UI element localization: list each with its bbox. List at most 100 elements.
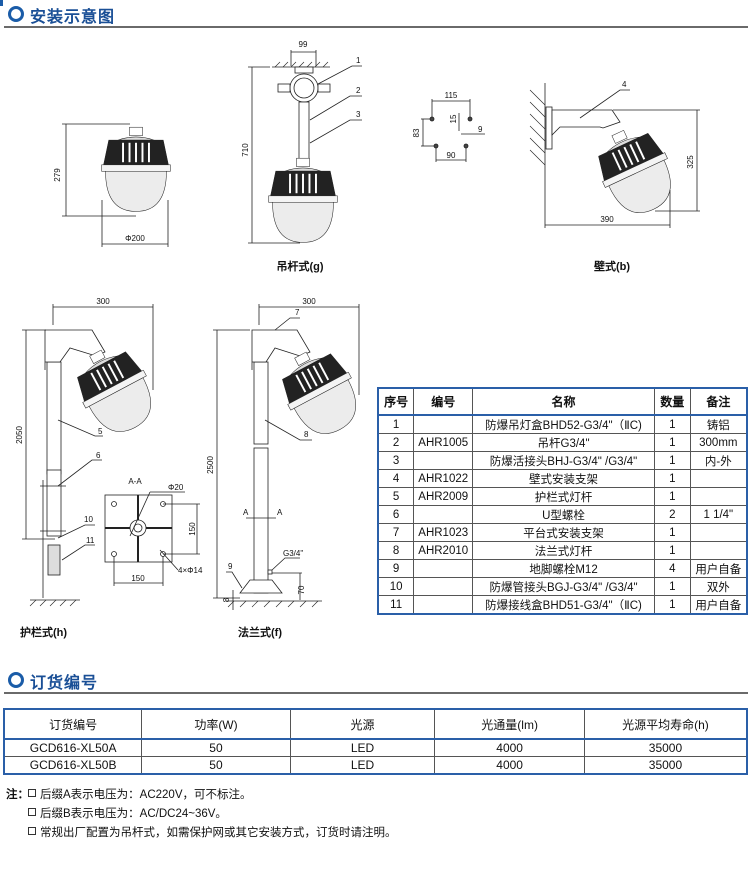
table-cell: GCD616-XL50B — [3, 756, 143, 775]
table-cell: 法兰式灯杆 — [472, 541, 655, 560]
table-cell: 用户自备 — [689, 559, 748, 578]
dim-150-v: 150 — [188, 522, 197, 536]
table-cell: AHR1005 — [413, 433, 474, 452]
table-cell: 平台式安装支架 — [472, 523, 655, 542]
dim-300: 300 — [96, 297, 110, 306]
notes-label: 注： — [6, 789, 29, 801]
callout-3: 3 — [356, 110, 361, 119]
callout-4: 4 — [622, 80, 627, 89]
dim-70: 70 — [297, 585, 306, 594]
installation-drawings: 279 Φ200 99 710 1 2 3 吊杆式(g) — [15, 40, 700, 639]
header-cell: 序号 — [377, 387, 415, 416]
table-cell: 35000 — [583, 756, 748, 775]
dim-height: 279 — [53, 168, 62, 182]
table-cell — [413, 414, 474, 434]
dim-300: 300 — [302, 297, 316, 306]
table-cell: 4000 — [434, 756, 585, 775]
callout-8: 8 — [304, 430, 309, 439]
table-cell: 1 — [653, 523, 691, 542]
dim-83: 83 — [412, 128, 421, 137]
callout-11: 11 — [86, 536, 95, 545]
table-cell: 50 — [141, 756, 291, 775]
header-cell: 光源 — [289, 708, 436, 740]
table-cell — [689, 523, 748, 542]
table-cell: 1 — [653, 433, 691, 452]
table-cell: AHR2010 — [413, 541, 474, 560]
dim-diameter: Φ200 — [125, 234, 145, 243]
table-cell: 1 — [653, 451, 691, 470]
base-plate-section: A-A Φ20 150 150 4×Φ14 — [104, 477, 203, 586]
dim-width: 99 — [299, 40, 308, 49]
dim-390: 390 — [600, 215, 614, 224]
table-cell: 铸铝 — [689, 414, 748, 434]
table-cell: 5 — [377, 487, 415, 506]
table-cell: 用户自备 — [689, 595, 748, 615]
corner-accent — [0, 0, 3, 6]
note-item: 后缀B表示电压为：AC/DC24~36V。 — [40, 808, 227, 820]
circle-bullet-icon — [8, 672, 24, 688]
header-cell: 数量 — [653, 387, 691, 416]
dim-height: 710 — [241, 143, 250, 157]
table-cell: 1 — [653, 595, 691, 615]
pendant-basic-drawing: 279 Φ200 — [53, 123, 172, 247]
table-cell: 1 — [653, 414, 691, 434]
table-cell: 2 — [377, 433, 415, 452]
caption: 壁式(b) — [594, 259, 630, 273]
callout-7: 7 — [295, 308, 300, 317]
header-cell: 光源平均寿命(h) — [583, 708, 748, 740]
table-cell: GCD616-XL50A — [3, 738, 143, 757]
order-table: 订货编号 功率(W) 光源 光通量(lm) 光源平均寿命(h) GCD616-X… — [3, 708, 748, 775]
checkbox-bullet-icon — [28, 789, 36, 797]
table-cell — [413, 505, 474, 524]
dim-2500: 2500 — [206, 456, 215, 474]
table-cell: AHR1023 — [413, 523, 474, 542]
table-cell — [689, 487, 748, 506]
table-cell: 9 — [377, 559, 415, 578]
table-cell: 1 — [377, 414, 415, 434]
checkbox-bullet-icon — [28, 827, 36, 835]
dim-8: 8 — [222, 597, 231, 602]
caption: 法兰式(f) — [238, 625, 282, 639]
dim-phi20: Φ20 — [168, 483, 184, 492]
table-cell: 300mm — [689, 433, 748, 452]
table-cell: LED — [289, 756, 436, 775]
dim-2050: 2050 — [15, 426, 24, 444]
section-mark-left: A — [243, 508, 249, 517]
header-cell: 名称 — [472, 387, 655, 416]
callout-6: 6 — [96, 451, 101, 460]
callout-1: 1 — [356, 56, 361, 65]
table-cell: 4000 — [434, 738, 585, 757]
dim-90: 90 — [447, 151, 456, 160]
table-cell: 8 — [377, 541, 415, 560]
header-cell: 功率(W) — [141, 708, 291, 740]
table-cell: AHR1022 — [413, 469, 474, 488]
table-cell: U型螺栓 — [472, 505, 655, 524]
table-cell: 护栏式灯杆 — [472, 487, 655, 506]
dim-9: 9 — [478, 125, 483, 134]
table-cell — [413, 577, 474, 596]
table-cell: 50 — [141, 738, 291, 757]
section-title: 安装示意图 — [30, 9, 116, 26]
table-cell: LED — [289, 738, 436, 757]
table-cell: 35000 — [583, 738, 748, 757]
table-cell: 内-外 — [689, 451, 748, 470]
section-title: A-A — [128, 477, 142, 486]
table-cell — [413, 451, 474, 470]
table-cell: 11 — [377, 595, 415, 615]
table-cell: 1 — [653, 541, 691, 560]
table-header-row: 序号 编号 名称 数量 备注 — [377, 387, 748, 416]
table-cell: 地脚螺栓M12 — [472, 559, 655, 578]
section-header-install: 安装示意图 — [4, 2, 748, 28]
